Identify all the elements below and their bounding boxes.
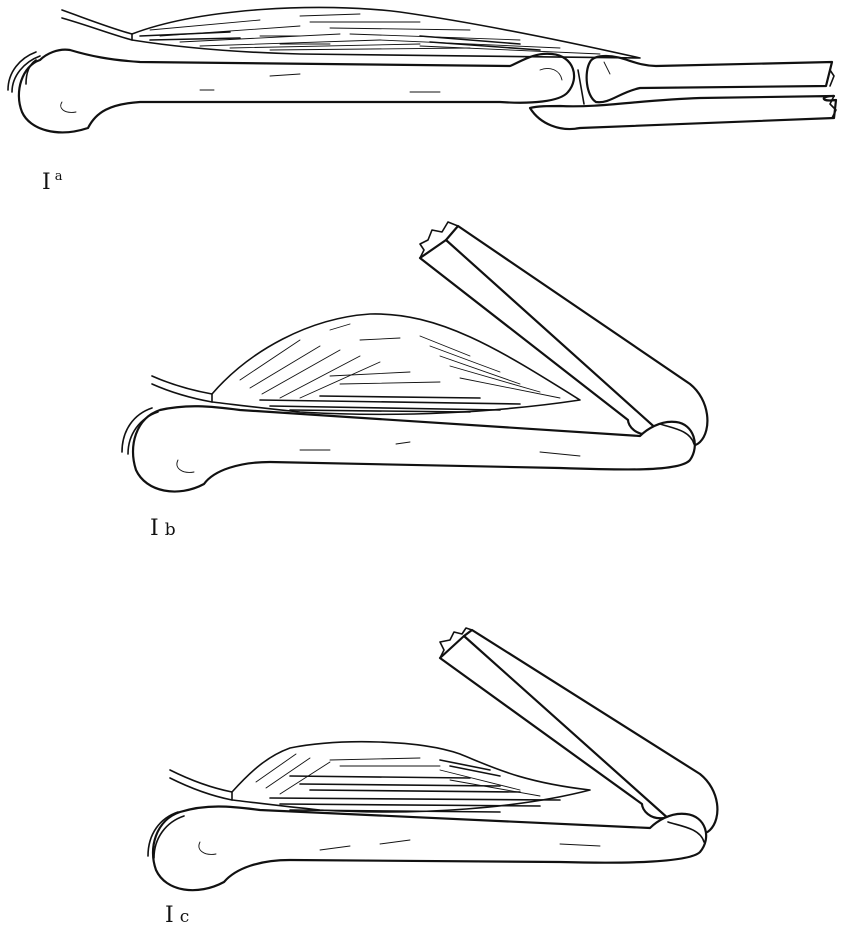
panel-b-forearm-back — [446, 226, 707, 446]
panel-c-humerus — [153, 807, 706, 891]
panel-a-radius — [587, 56, 832, 102]
panel-b-drawing — [122, 222, 707, 492]
panel-a-ulna — [530, 96, 836, 129]
panel-b-humerus — [133, 406, 695, 491]
panel-c-drawing — [148, 628, 717, 890]
panel-a-humerus — [19, 50, 574, 133]
panel-a-drawing — [8, 7, 836, 132]
panel-c-forearm-back — [464, 630, 717, 834]
